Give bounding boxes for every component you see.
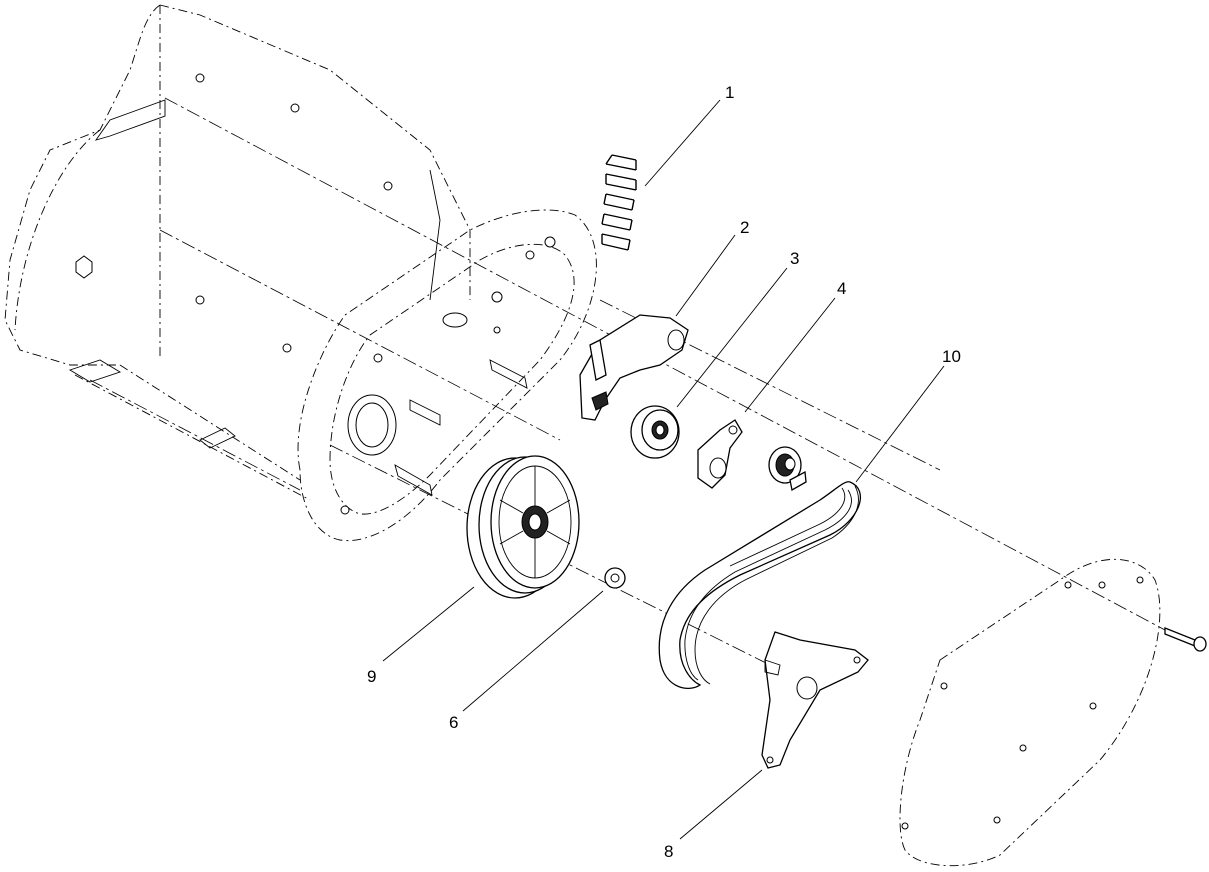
idler-bracket <box>697 419 743 489</box>
callout-labels: 1 2 3 4 10 9 6 8 <box>367 83 961 861</box>
belt-cover <box>899 558 1161 867</box>
callout-6: 6 <box>449 713 458 732</box>
housing <box>4 4 471 501</box>
spring <box>601 154 637 251</box>
callout-9: 9 <box>367 667 376 686</box>
bracket-plate <box>761 631 869 769</box>
belt-housing <box>297 209 597 542</box>
bolt <box>1164 627 1207 652</box>
callout-4: 4 <box>837 279 846 298</box>
callout-10: 10 <box>942 347 961 366</box>
drive-pulley <box>466 455 580 599</box>
washer <box>604 567 626 589</box>
drive-belt <box>658 481 861 689</box>
idler-pulley <box>768 446 807 492</box>
callout-8: 8 <box>664 842 673 861</box>
callout-3: 3 <box>790 249 799 268</box>
idler-arm <box>579 314 689 421</box>
bearing <box>630 405 680 459</box>
callout-1: 1 <box>725 83 734 102</box>
assembly-axis-lines <box>89 97 1166 681</box>
callout-leaders <box>382 99 945 840</box>
callout-2: 2 <box>740 218 749 237</box>
